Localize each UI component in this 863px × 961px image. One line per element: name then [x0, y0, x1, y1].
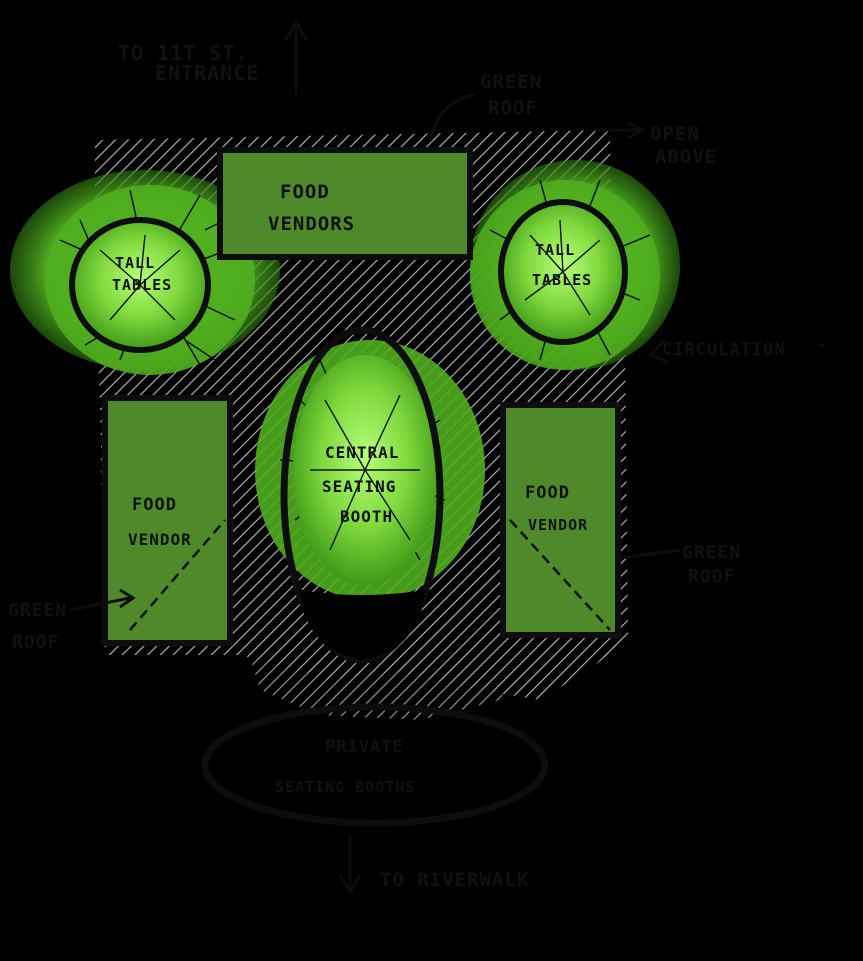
label-green-roof-top-2: ROOF — [488, 97, 538, 119]
food-vendors-top — [220, 150, 470, 257]
label-central-3: BOOTH — [340, 507, 393, 526]
label-food-vendors-1: FOOD — [280, 181, 330, 203]
label-circulation: CIRCULATION — [662, 340, 786, 360]
label-green-roof-left-1: GREEN — [8, 600, 67, 621]
label-central-1: CENTRAL — [325, 443, 399, 462]
label-food-vendor-left-1: FOOD — [132, 495, 177, 515]
label-tall-tables-left-1: TALL — [115, 254, 155, 272]
label-private-2: SEATING BOOTHS — [275, 778, 415, 796]
label-private-1: PRIVATE — [325, 737, 404, 757]
label-tall-tables-right-2: TABLES — [532, 271, 592, 289]
label-green-roof-top-1: GREEN — [480, 71, 542, 93]
label-open-above-1: OPEN — [650, 123, 700, 145]
label-green-roof-right-2: ROOF — [688, 566, 735, 587]
label-green-roof-left-2: ROOF — [12, 632, 59, 653]
label-to-riverwalk: TO RIVERWALK — [380, 869, 529, 891]
label-food-vendor-right-1: FOOD — [525, 483, 570, 503]
label-tall-tables-left-2: TABLES — [112, 276, 172, 294]
label-central-2: SEATING — [322, 477, 396, 496]
label-tall-tables-right-1: TALL — [535, 241, 575, 259]
label-open-above-2: ABOVE — [655, 146, 717, 168]
label-food-vendors-2: VENDORS — [268, 213, 355, 235]
label-food-vendor-left-2: VENDOR — [128, 530, 192, 549]
label-green-roof-right-1: GREEN — [682, 542, 741, 563]
label-food-vendor-right-2: VENDOR — [528, 516, 588, 534]
food-vendor-left — [105, 398, 230, 643]
label-to-entrance-2: ENTRANCE — [155, 61, 259, 85]
